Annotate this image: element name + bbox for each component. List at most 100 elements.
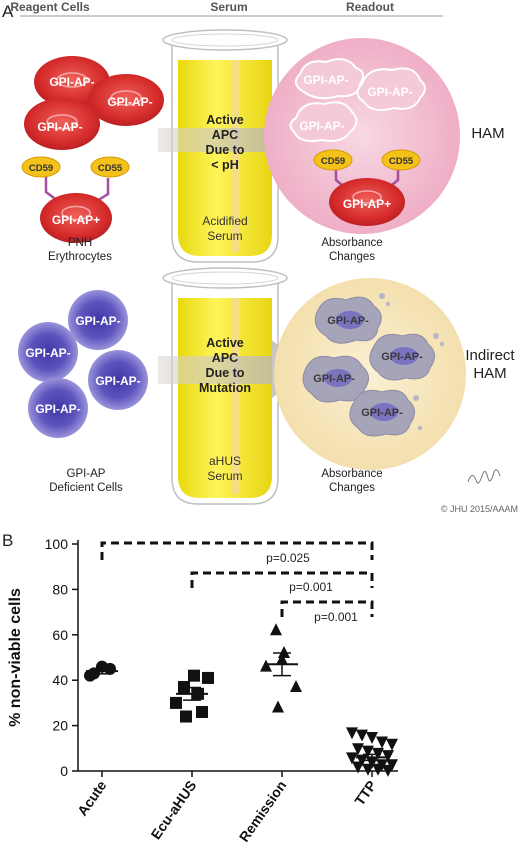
bracket-line (190, 571, 374, 588)
data-point (188, 669, 200, 682)
damaged-cell-2-label: GPI-AP- (381, 351, 423, 363)
data-point (382, 764, 394, 777)
deficient-caption-line2: Deficient Cells (49, 482, 123, 494)
series-ecu-ahus (170, 669, 214, 723)
lysed-cell-3-label: GPI-AP- (299, 119, 344, 133)
pnh-cell-3: GPI-AP- (24, 98, 100, 150)
tube2-line4: Mutation (199, 381, 251, 395)
readout-cd59-label: CD59 (321, 156, 345, 167)
damaged-cell-1-label: GPI-AP- (327, 315, 369, 327)
data-point (372, 763, 384, 776)
tube2-line3: Due to (206, 366, 245, 380)
lysed-cell-2: GPI-AP- (356, 67, 426, 111)
pnh-cell-3-label: GPI-AP- (37, 120, 82, 134)
readout-positive-cell: GPI-AP+ CD59 CD55 (313, 149, 421, 226)
deficient-cell-4-label: GPI-AP- (35, 402, 80, 416)
data-point (366, 731, 378, 744)
data-point (170, 696, 182, 709)
damaged-cell-3: GPI-AP- (302, 355, 369, 403)
y-tick-label: 0 (60, 763, 68, 779)
artist-signature (467, 469, 501, 484)
data-point (352, 743, 364, 756)
tube-acidified-serum (162, 29, 288, 263)
deficient-cell-3-label: GPI-AP- (95, 374, 140, 388)
data-point (346, 727, 358, 740)
assay-label-indirect-ham: HAM (473, 365, 506, 382)
bracket-line (280, 600, 374, 617)
pnh-cell-positive-label: GPI-AP+ (52, 213, 100, 227)
p-value-label: p=0.025 (266, 551, 310, 565)
y-tick-label: 60 (52, 627, 68, 643)
damaged-cell-4-label: GPI-AP- (361, 407, 403, 419)
data-point (278, 645, 290, 658)
data-point (382, 750, 394, 763)
copyright-credit: © JHU 2015/AAAM (441, 504, 518, 514)
panel-b-letter: B (2, 531, 13, 550)
assay-label-indirect: Indirect (465, 347, 515, 364)
bracket-line (100, 541, 374, 560)
series-acute (84, 660, 118, 682)
tube1-serum-line1: Acidified (202, 214, 247, 228)
tube-ahus-serum (162, 267, 288, 505)
readout-cd55-label: CD55 (389, 156, 414, 167)
x-category-label: Remission (236, 778, 290, 845)
data-point (84, 669, 96, 682)
flow-arrow-row1 (158, 114, 306, 166)
readout-positive-label: GPI-AP+ (343, 197, 391, 211)
data-point (362, 745, 374, 758)
series-remission (260, 623, 302, 713)
data-point (356, 729, 368, 742)
assay-label-ham: HAM (471, 125, 504, 142)
damaged-cell-4: GPI-AP- (349, 389, 423, 437)
data-point (362, 763, 374, 776)
deficient-cell-4: GPI-AP- (28, 378, 88, 438)
tube1-line1: Active (206, 113, 244, 127)
lysed-cell-3: GPI-AP- (289, 101, 358, 142)
x-category-label: Acute (74, 777, 110, 818)
data-point (290, 680, 302, 693)
data-point (270, 623, 282, 636)
x-category-label: TTP (351, 778, 379, 809)
data-point (376, 736, 388, 749)
readout1-caption-line1: Absorbance (321, 237, 382, 249)
data-point (272, 700, 284, 713)
y-tick-label: 100 (45, 536, 69, 552)
deficient-cell-2: GPI-AP- (18, 322, 78, 382)
data-point (180, 710, 192, 723)
tube1-line2: APC (212, 128, 238, 142)
data-point (260, 659, 272, 672)
header-reagent-cells: Reagent Cells (10, 0, 90, 14)
readout2-caption-line1: Absorbance (321, 468, 382, 480)
tube1-serum-line2: Serum (207, 229, 242, 243)
tube2-line1: Active (206, 336, 244, 350)
significance-bracket: p=0.001 (280, 600, 374, 624)
data-point (202, 671, 214, 684)
deficient-caption-line1: GPI-AP (67, 468, 106, 480)
deficient-cell-2-label: GPI-AP- (25, 346, 70, 360)
header-serum: Serum (210, 0, 247, 14)
series-ttp (346, 727, 398, 777)
p-value-label: p=0.001 (289, 580, 333, 594)
panel-a-letter: A (2, 2, 14, 21)
y-tick-label: 40 (52, 672, 68, 688)
lysed-cell-1: GPI-AP- (294, 58, 365, 100)
tube2-serum-line1: aHUS (209, 454, 241, 468)
y-tick-label: 80 (52, 581, 68, 597)
tube1-line3: Due to (206, 143, 245, 157)
damaged-cell-1: GPI-AP- (314, 293, 391, 344)
pnh-cell-1-label: GPI-AP- (49, 75, 94, 89)
data-point (196, 705, 208, 718)
data-point (352, 761, 364, 774)
cd59-label: CD59 (29, 163, 53, 174)
header-readout: Readout (346, 0, 394, 14)
damaged-cell-3-label: GPI-AP- (313, 373, 355, 385)
p-value-label: p=0.001 (314, 610, 358, 624)
x-category-label: Ecu-aHUS (148, 778, 200, 843)
lysed-cell-2-label: GPI-AP- (367, 85, 412, 99)
data-point (346, 752, 358, 765)
readout1-caption-line2: Changes (329, 251, 375, 263)
tube2-serum-line2: Serum (207, 469, 242, 483)
